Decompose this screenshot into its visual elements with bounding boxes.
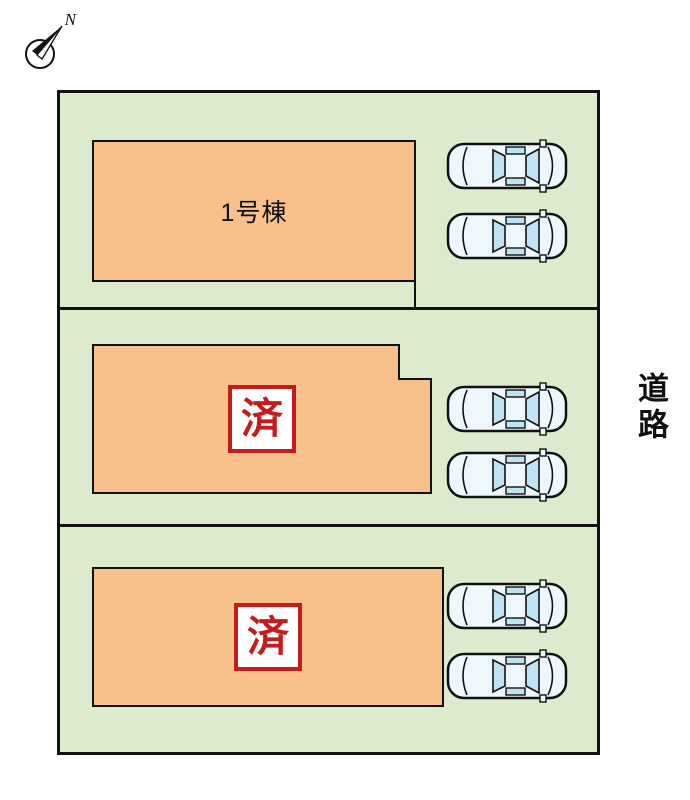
car-icon	[446, 579, 568, 633]
car-icon	[446, 209, 568, 263]
compass-north-arrow: N	[18, 10, 76, 74]
car-icon	[446, 139, 568, 193]
building-1: 1号棟	[92, 140, 416, 282]
plot-1: 1号棟	[57, 90, 600, 310]
building-1-label: 1号棟	[220, 199, 288, 227]
plot-3: 済	[57, 524, 600, 755]
sold-stamp: 済	[234, 603, 302, 671]
sold-stamp: 済	[228, 385, 296, 453]
plot-2: 済	[57, 307, 600, 527]
road-label: 道路	[633, 372, 668, 444]
plot-1-boundary-line	[414, 282, 416, 307]
compass-n-label: N	[64, 10, 76, 29]
building-3: 済	[92, 567, 444, 707]
building-2: 済	[92, 344, 432, 494]
north-arrow-icon	[25, 25, 63, 69]
building-2-notch	[398, 344, 432, 380]
car-icon	[446, 448, 568, 502]
car-icon	[446, 382, 568, 436]
car-icon	[446, 649, 568, 703]
